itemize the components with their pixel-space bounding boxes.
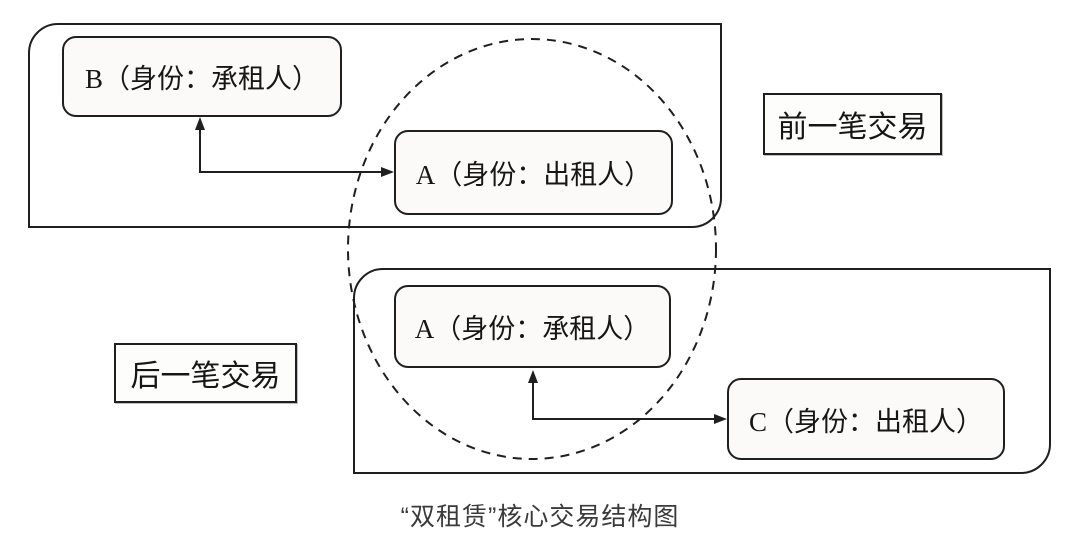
node-a-lessee: A（身份：承租人） [394,285,671,368]
arrow-up-icon [528,370,538,383]
arrow-right-icon [714,414,727,424]
connector-segment-vertical [199,129,201,173]
node-b-lessee: B（身份：承租人） [62,36,342,117]
node-c-lessor: C（身份：出租人） [727,378,1005,460]
next-transaction-label: 后一笔交易 [114,343,297,403]
diagram-title: “双租赁”核心交易结构图 [400,503,680,531]
connector-segment-horizontal [532,418,714,420]
connector-segment-vertical [532,382,534,420]
node-a-lessor: A（身份：出租人） [394,130,673,215]
connector-segment-horizontal [199,171,381,173]
next-transaction-container [353,268,1051,474]
arrow-up-icon [195,117,205,130]
prev-transaction-label: 前一笔交易 [763,93,942,155]
overlap-ellipse [347,38,717,460]
arrow-right-icon [381,167,394,177]
prev-transaction-container [28,23,722,228]
